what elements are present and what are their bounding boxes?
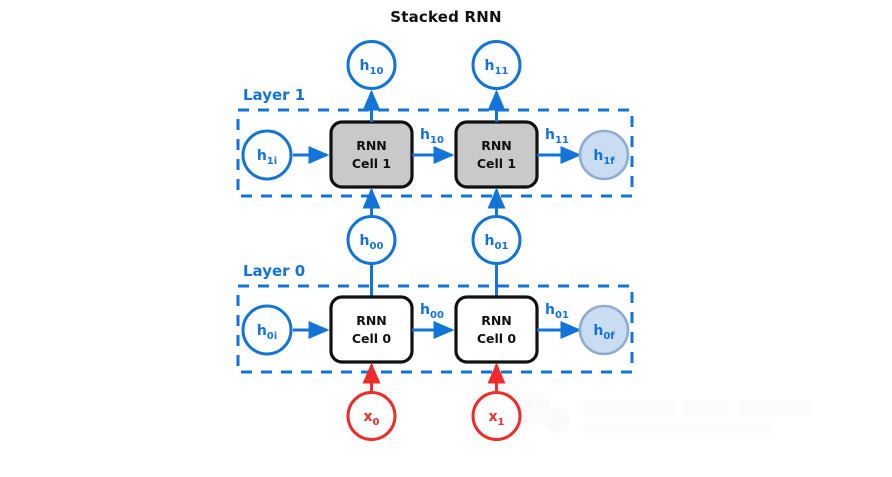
rnn-cell-0-b-line1: RNN bbox=[481, 313, 512, 328]
node-out-h10 bbox=[346, 40, 397, 90]
node-x0 bbox=[346, 391, 397, 441]
rnn-cell-0-a-line2: Cell 0 bbox=[352, 331, 392, 346]
node-h1f bbox=[578, 129, 630, 181]
rnn-cell-1-a-line1: RNN bbox=[356, 138, 387, 153]
node-h00 bbox=[346, 215, 397, 265]
edge-label-h11: h11 bbox=[545, 127, 569, 146]
edge-label-h10: h10 bbox=[420, 127, 444, 146]
node-h0i-label: h0i bbox=[257, 323, 277, 342]
rnn-cell-1-a bbox=[329, 120, 414, 189]
node-h00-label: h00 bbox=[360, 233, 384, 252]
node-x1 bbox=[471, 391, 522, 441]
rnn-cell-0-b-line2: Cell 0 bbox=[477, 331, 517, 346]
rnn-cell-1-b-line1: RNN bbox=[481, 138, 512, 153]
node-h01 bbox=[471, 215, 522, 265]
rnn-cell-1-b bbox=[454, 120, 539, 189]
node-x0-label: x0 bbox=[364, 409, 380, 428]
inputs-group: x0 x1 bbox=[346, 362, 522, 441]
node-h0i bbox=[241, 304, 293, 356]
rnn-cell-0-a bbox=[329, 295, 414, 364]
rnn-cell-0-a-line1: RNN bbox=[356, 313, 387, 328]
node-x1-label: x1 bbox=[489, 409, 505, 428]
edge-label-h01: h01 bbox=[545, 302, 569, 321]
interlayer-connections: h00 h01 bbox=[346, 187, 522, 297]
node-out-h10-label: h10 bbox=[360, 58, 384, 77]
node-h0f bbox=[578, 304, 630, 356]
rnn-cell-1-a-line2: Cell 1 bbox=[352, 156, 391, 171]
node-h0f-label: h0f bbox=[593, 323, 615, 342]
edge-label-h00: h00 bbox=[420, 302, 444, 321]
node-h01-label: h01 bbox=[485, 233, 509, 252]
node-h1f-label: h1f bbox=[593, 148, 615, 167]
layer-1-group: Layer 1 h1i RNN Cell 1 h10 RNN Cell 1 bbox=[236, 40, 634, 198]
rnn-cell-0-b bbox=[454, 295, 539, 364]
layer-1-label: Layer 1 bbox=[243, 86, 305, 104]
layer-0-group: Layer 0 h0i RNN Cell 0 h00 RNN Cell 0 bbox=[236, 262, 634, 374]
node-out-h11 bbox=[471, 40, 522, 90]
layer-1-dashed-box bbox=[236, 108, 634, 198]
layer-0-label: Layer 0 bbox=[243, 262, 305, 280]
page-title: Stacked RNN bbox=[390, 8, 502, 26]
node-h1i bbox=[241, 129, 293, 181]
rnn-cell-1-b-line2: Cell 1 bbox=[477, 156, 516, 171]
node-h1i-label: h1i bbox=[257, 148, 277, 167]
node-out-h11-label: h11 bbox=[485, 58, 509, 77]
